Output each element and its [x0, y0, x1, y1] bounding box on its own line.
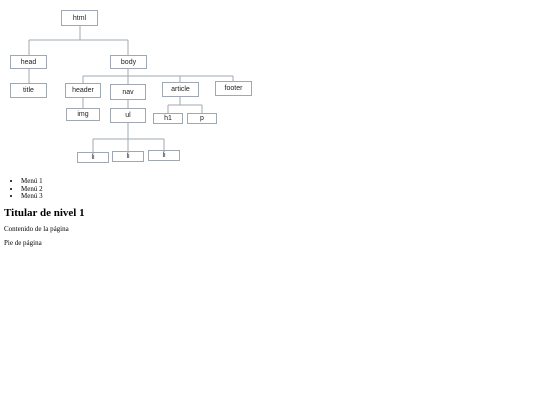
node-img: img [66, 108, 100, 121]
page-footer-text: Pie de página [4, 238, 42, 247]
node-head: head [10, 55, 47, 69]
dom-tree-connectors [28, 26, 234, 152]
menu-item: Menú 2 [21, 185, 524, 194]
node-li-1: li [77, 152, 109, 163]
node-title: title [10, 83, 47, 98]
edge-ul-children [92, 123, 165, 152]
node-body: body [110, 55, 147, 69]
page-heading: Titular de nivel 1 [4, 206, 85, 219]
page-body-text: Contenido de la página [4, 224, 69, 233]
node-article: article [162, 82, 199, 97]
edge-html-children [28, 26, 129, 55]
page-content: Menú 1 Menú 2 Menú 3 Titular de nivel 1 … [4, 177, 524, 248]
nav-menu: Menú 1 Menú 2 Menú 3 [4, 177, 524, 201]
node-nav: nav [110, 84, 146, 100]
node-h1: h1 [153, 113, 183, 124]
menu-item: Menú 3 [21, 192, 524, 201]
edge-body-children [82, 69, 234, 84]
node-footer: footer [215, 81, 252, 96]
node-html: html [61, 10, 98, 26]
node-header: header [65, 83, 101, 98]
menu-item: Menú 1 [21, 177, 524, 186]
node-li-2: li [112, 151, 144, 162]
node-li-3: li [148, 150, 180, 161]
node-p: p [187, 113, 217, 124]
edge-article-children [167, 97, 203, 113]
node-ul: ul [110, 108, 146, 123]
